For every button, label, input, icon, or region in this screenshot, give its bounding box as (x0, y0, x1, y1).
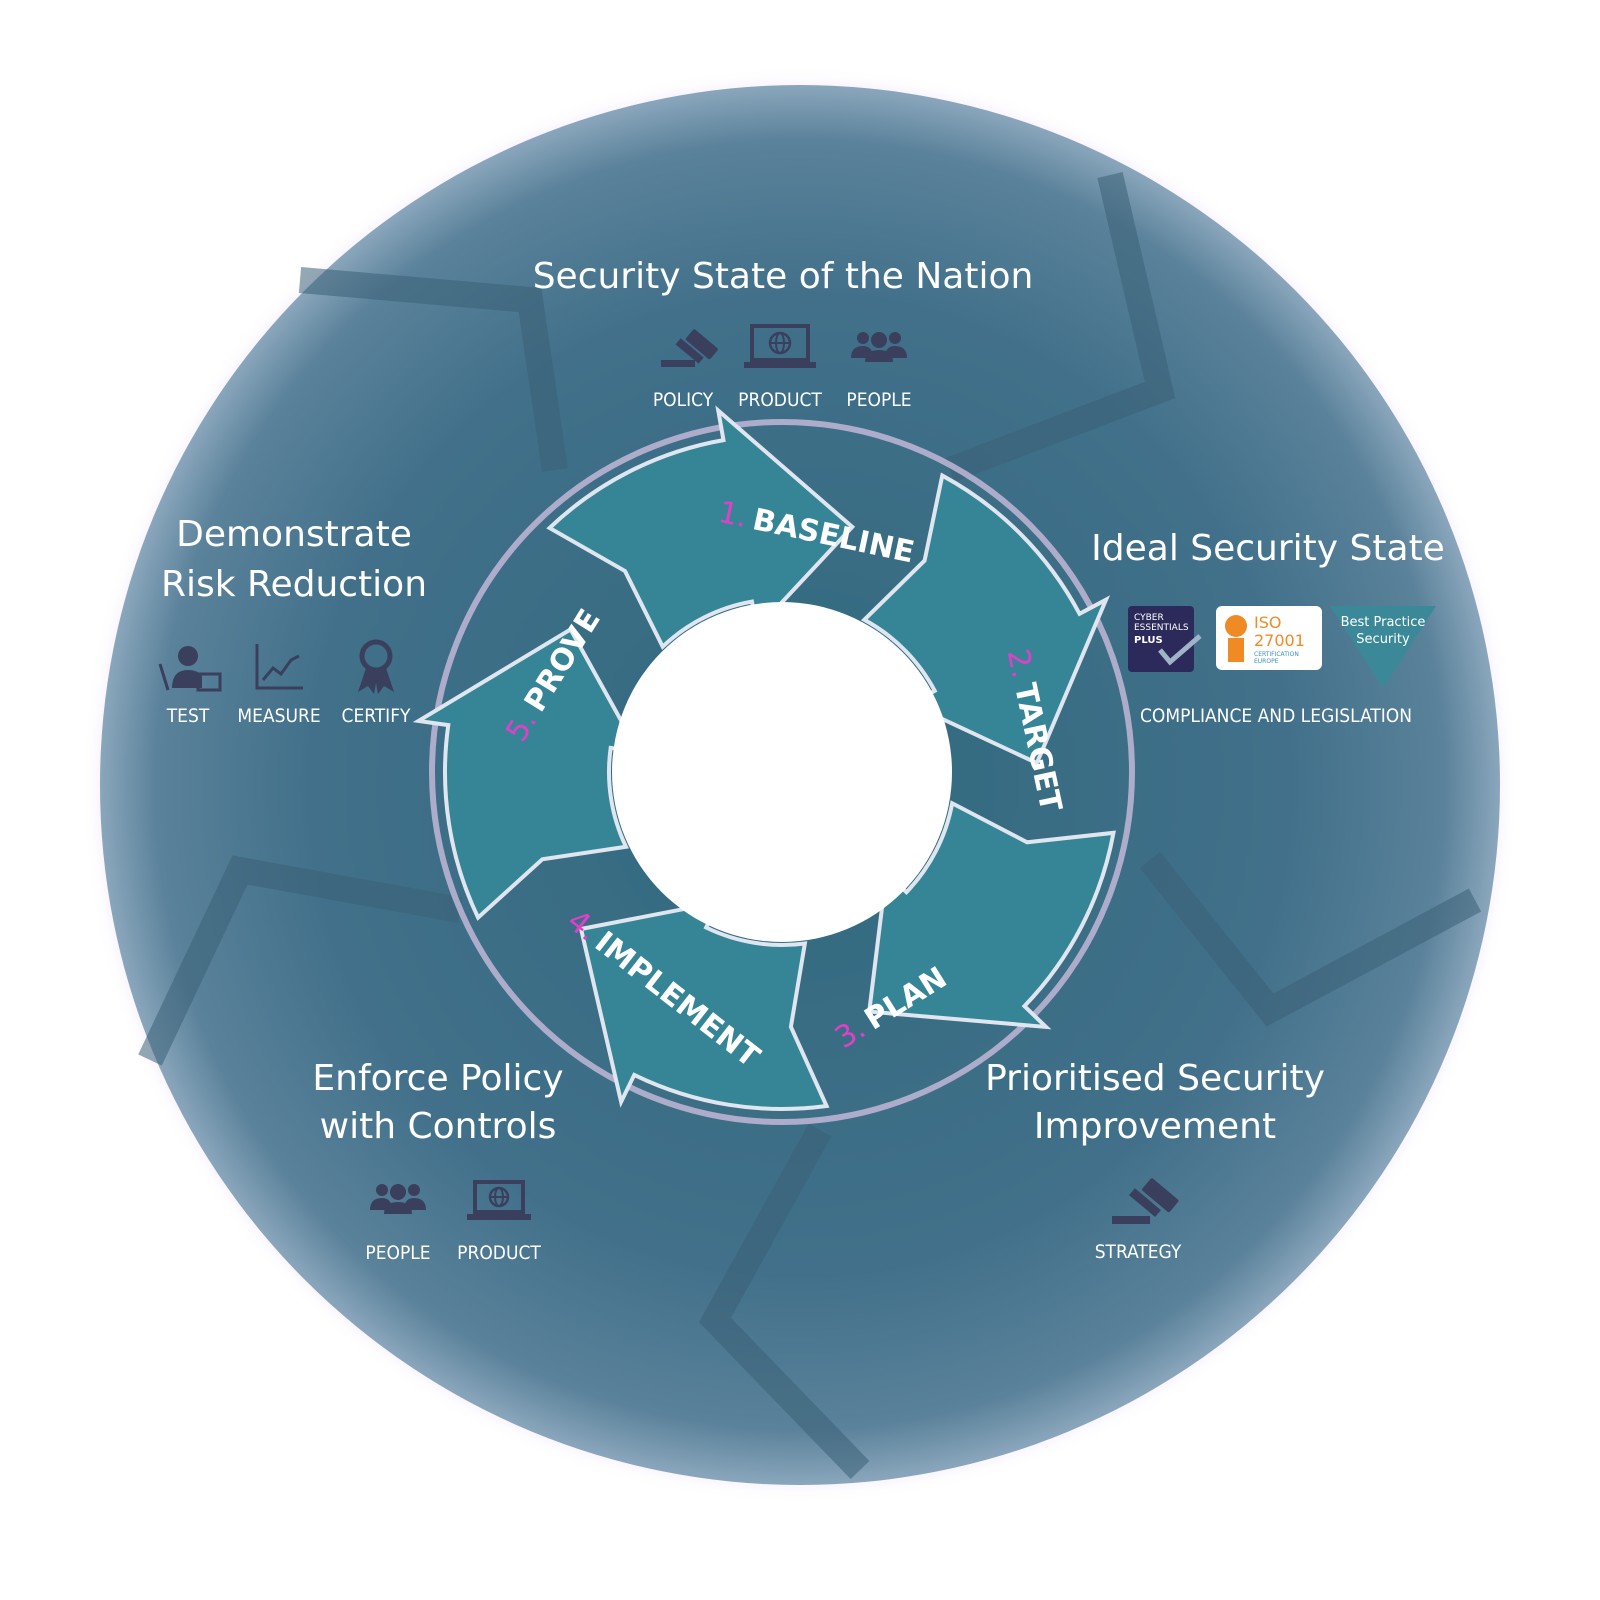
top-item-3-label: PEOPLE (846, 389, 911, 411)
svg-text:EUROPE: EUROPE (1254, 658, 1279, 665)
left-item-2-label: MEASURE (237, 705, 320, 727)
iso-27001-badge: ISO 27001 CERTIFICATION EUROPE (1216, 606, 1322, 670)
svg-text:ISO: ISO (1254, 613, 1281, 632)
background-chevrons (138, 172, 1482, 1480)
top-section-title: Security State of the Nation (533, 256, 1034, 297)
laptop-globe-icon (467, 1180, 531, 1220)
left-title-line1: Demonstrate (176, 514, 412, 555)
laptop-globe-icon (744, 324, 816, 368)
gavel-icon (661, 329, 718, 367)
cycle-arrow-3 (866, 800, 1116, 1030)
bottom-left-item-2-label: PRODUCT (457, 1242, 541, 1264)
right-section-title: Ideal Security State (1091, 528, 1445, 569)
line-chart-icon (255, 644, 303, 690)
bottom-left-item-1-label: PEOPLE (365, 1242, 430, 1264)
cycle-arrow-4 (578, 899, 830, 1111)
svg-text:ESSENTIALS: ESSENTIALS (1134, 623, 1189, 633)
svg-text:Security: Security (1356, 632, 1410, 647)
bottom-right-item-1-label: STRATEGY (1095, 1241, 1182, 1263)
people-group-icon (851, 332, 907, 362)
left-item-3-label: CERTIFY (342, 705, 412, 727)
svg-text:CERTIFICATION: CERTIFICATION (1254, 651, 1299, 658)
cycle-arrow-1 (546, 405, 856, 651)
center-disc (612, 602, 952, 942)
cycle-arrows (412, 405, 1116, 1111)
best-practice-security-badge: Best Practice Security (1330, 606, 1436, 688)
top-item-2-label: PRODUCT (738, 389, 822, 411)
step-2-number: 2. (1000, 646, 1040, 681)
left-title-line2: Risk Reduction (161, 564, 427, 605)
top-item-1-label: POLICY (653, 389, 714, 411)
people-group-icon (370, 1184, 426, 1214)
bottom-right-title-line1: Prioritised Security (985, 1058, 1325, 1099)
cyber-essentials-plus-badge: CYBER ESSENTIALS PLUS (1128, 606, 1202, 672)
svg-text:CYBER: CYBER (1134, 613, 1164, 623)
cycle-arrow-2 (860, 472, 1111, 766)
step-1-number: 1. (715, 495, 750, 535)
cycle-arrow-5 (412, 626, 643, 921)
bottom-left-title-line2: with Controls (320, 1106, 557, 1147)
gavel-icon (1112, 1178, 1179, 1224)
inner-ring-outline (429, 419, 1135, 1125)
bottom-left-title-line1: Enforce Policy (312, 1058, 563, 1099)
left-item-1-label: TEST (166, 705, 210, 727)
bottom-right-title-line2: Improvement (1034, 1106, 1276, 1147)
svg-text:PLUS: PLUS (1134, 635, 1163, 646)
right-section-caption: COMPLIANCE AND LEGISLATION (1140, 705, 1412, 727)
person-tester-icon (158, 646, 222, 692)
svg-text:Best Practice: Best Practice (1341, 615, 1426, 630)
award-ribbon-icon (358, 639, 394, 694)
svg-text:27001: 27001 (1254, 631, 1305, 650)
